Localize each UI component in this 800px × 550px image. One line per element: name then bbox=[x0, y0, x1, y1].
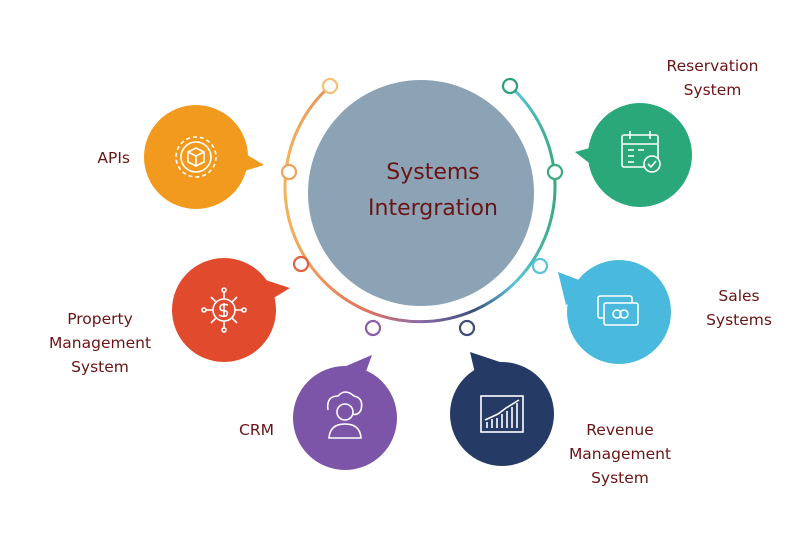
label-property-management: Property Management System bbox=[48, 310, 152, 376]
bubble-revenue-management bbox=[450, 352, 554, 466]
center-title-line1: Systems bbox=[386, 160, 480, 185]
ring-nodes bbox=[280, 77, 564, 337]
ring-node bbox=[501, 77, 519, 95]
ring-node bbox=[364, 319, 382, 337]
customer-person-icon bbox=[326, 391, 363, 439]
dollar-network-icon bbox=[201, 287, 247, 333]
bubble-apis bbox=[144, 105, 264, 209]
ring-node bbox=[292, 255, 310, 273]
label-reservation-system: Reservation System bbox=[666, 57, 759, 99]
bubble-sales-systems bbox=[558, 260, 671, 364]
bubble-circle bbox=[588, 103, 692, 207]
ring-node bbox=[531, 257, 549, 275]
center-title: Systems Intergration bbox=[318, 155, 548, 227]
calendar-check-icon bbox=[621, 131, 661, 173]
ring-node bbox=[458, 319, 476, 337]
label-crm: CRM bbox=[239, 421, 274, 439]
gear-cube-icon bbox=[175, 136, 217, 178]
sales-cards-icon bbox=[597, 295, 639, 326]
ring-node bbox=[546, 163, 564, 181]
bubble-circle bbox=[293, 366, 397, 470]
bubble-property-management bbox=[172, 258, 290, 362]
label-revenue-management: Revenue Management System bbox=[568, 421, 672, 487]
growth-chart-icon bbox=[480, 395, 524, 433]
ring-node bbox=[321, 77, 339, 95]
center-circle bbox=[308, 80, 534, 306]
bubble-crm bbox=[293, 355, 397, 470]
ring-node bbox=[280, 163, 298, 181]
bubble-reservation-system bbox=[575, 103, 692, 207]
label-sales-systems: Sales Systems bbox=[706, 287, 772, 329]
label-apis: APIs bbox=[97, 149, 130, 167]
center-title-line2: Intergration bbox=[368, 196, 498, 221]
